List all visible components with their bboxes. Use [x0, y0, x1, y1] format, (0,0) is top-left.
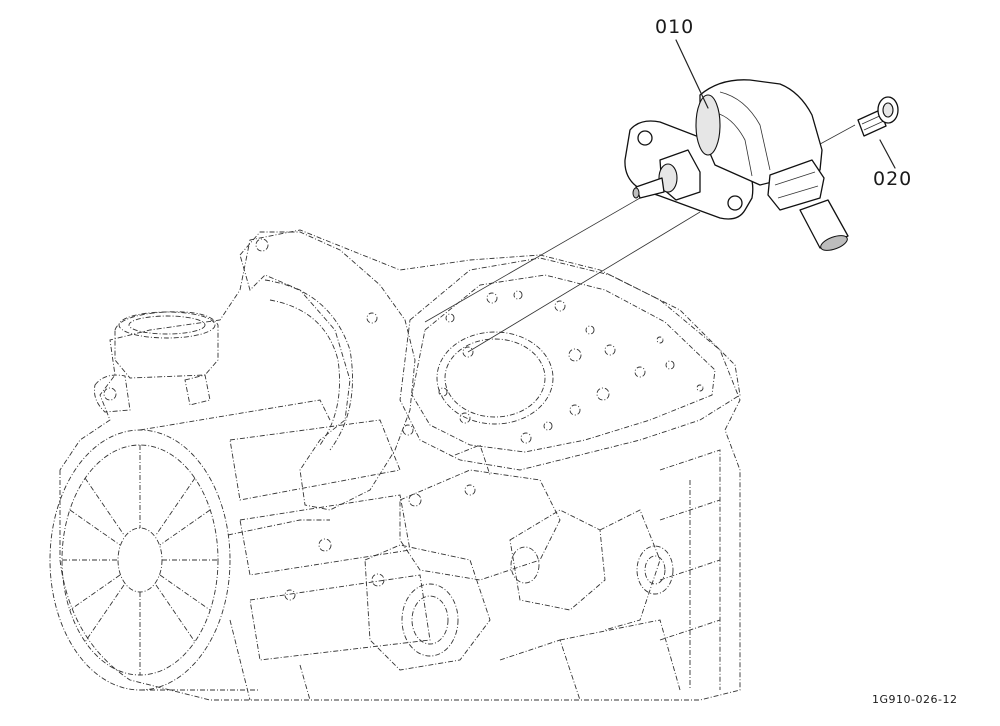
callout-020: 020	[873, 168, 913, 190]
engine-block	[49, 229, 741, 701]
hex-bolt	[857, 96, 899, 137]
deck-holes	[438, 290, 704, 444]
figure-code: 1G910-026-12	[872, 693, 958, 706]
water-fitting	[94, 311, 219, 413]
pump-housing	[364, 444, 561, 671]
side-boss	[509, 509, 674, 631]
callout-010: 010	[655, 16, 695, 38]
leader-lines	[675, 39, 896, 169]
crank-pulley	[49, 399, 331, 691]
stop-solenoid	[624, 79, 849, 251]
